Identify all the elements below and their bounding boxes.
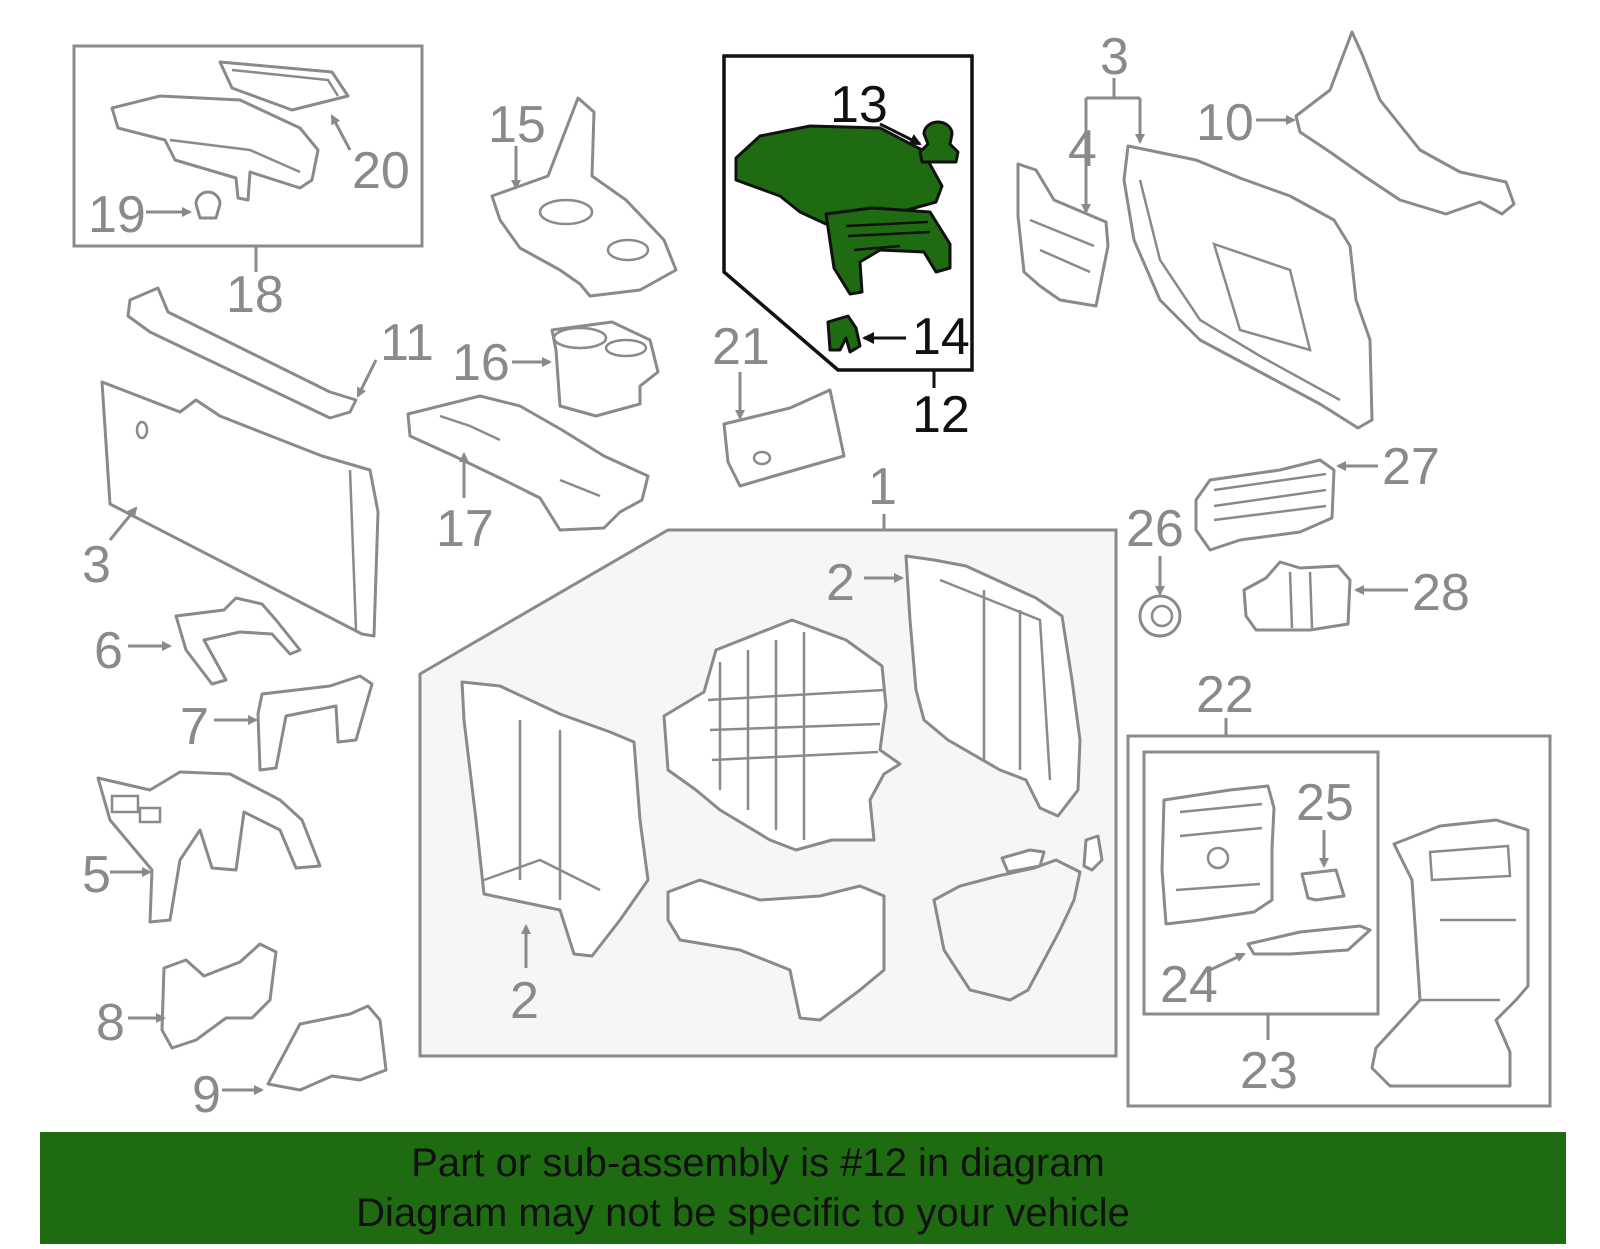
callout-7: 7 — [180, 698, 209, 756]
part-11 — [126, 286, 358, 420]
part-2-lower — [460, 680, 650, 958]
part-4 — [1016, 162, 1110, 308]
leader-20 — [330, 114, 352, 151]
part-9 — [266, 1004, 388, 1092]
callout-11: 11 — [380, 314, 434, 372]
callout-26: 26 — [1126, 500, 1184, 558]
part-21 — [722, 388, 846, 488]
callout-8: 8 — [96, 994, 125, 1052]
part-10 — [1294, 30, 1516, 216]
callout-24: 24 — [1160, 956, 1218, 1014]
callout-3-right: 3 — [1100, 28, 1129, 86]
callout-20: 20 — [352, 142, 410, 200]
callout-19: 19 — [88, 186, 146, 244]
callout-27: 27 — [1382, 438, 1440, 496]
part-13 — [918, 120, 960, 164]
part-7 — [256, 674, 374, 772]
leader-24 — [1209, 952, 1246, 972]
part-25 — [1300, 868, 1346, 902]
part-1-harness — [932, 858, 1082, 1002]
callout-2-lower: 2 — [510, 972, 539, 1030]
callout-2-upper: 2 — [826, 554, 855, 612]
callout-13: 13 — [830, 76, 888, 134]
leader-11 — [356, 359, 378, 398]
part-23-bezel — [1160, 784, 1276, 926]
callout-9: 9 — [192, 1066, 221, 1124]
part-5 — [96, 770, 322, 924]
part-14 — [826, 314, 862, 354]
banner-line-1: Part or sub-assembly is #12 in diagram — [411, 1141, 1105, 1185]
callout-4: 4 — [1068, 120, 1097, 178]
part-3-right — [1122, 144, 1374, 430]
callout-6: 6 — [94, 622, 123, 680]
part-17 — [406, 394, 650, 532]
callout-25: 25 — [1296, 774, 1354, 832]
callout-22: 22 — [1196, 666, 1254, 724]
callout-17: 17 — [436, 500, 494, 558]
group-22 — [1126, 734, 1552, 1108]
part-16 — [550, 320, 660, 418]
callout-16: 16 — [452, 334, 510, 392]
callout-23: 23 — [1240, 1042, 1298, 1100]
callout-14: 14 — [912, 308, 970, 366]
part-1-console — [662, 618, 902, 852]
callout-12: 12 — [912, 386, 970, 444]
part-2-upper — [904, 554, 1082, 818]
callout-28: 28 — [1412, 564, 1470, 622]
callout-5: 5 — [82, 846, 111, 904]
part-8 — [160, 942, 278, 1050]
part-28 — [1242, 560, 1352, 632]
callout-3-left: 3 — [82, 536, 111, 594]
part-27 — [1194, 458, 1336, 552]
callout-18: 18 — [226, 266, 284, 324]
banner-line-2: Diagram may not be specific to your vehi… — [356, 1191, 1130, 1235]
part-24 — [1246, 924, 1372, 956]
group-18 — [72, 44, 424, 248]
callout-10: 10 — [1196, 94, 1254, 152]
info-banner: Part or sub-assembly is #12 in diagram D… — [40, 1132, 1566, 1244]
part-15 — [490, 96, 678, 298]
callout-21: 21 — [712, 318, 770, 376]
part-6 — [174, 596, 302, 686]
group-1 — [418, 528, 1118, 1058]
leader-3-left — [108, 506, 138, 541]
callout-15: 15 — [488, 96, 546, 154]
part-3-left — [100, 380, 380, 638]
part-26 — [1138, 594, 1182, 638]
part-22-rear-panel — [1370, 818, 1530, 1088]
leader-13 — [879, 122, 922, 146]
part-1-lower-box — [666, 878, 886, 1022]
callout-1: 1 — [868, 458, 897, 516]
